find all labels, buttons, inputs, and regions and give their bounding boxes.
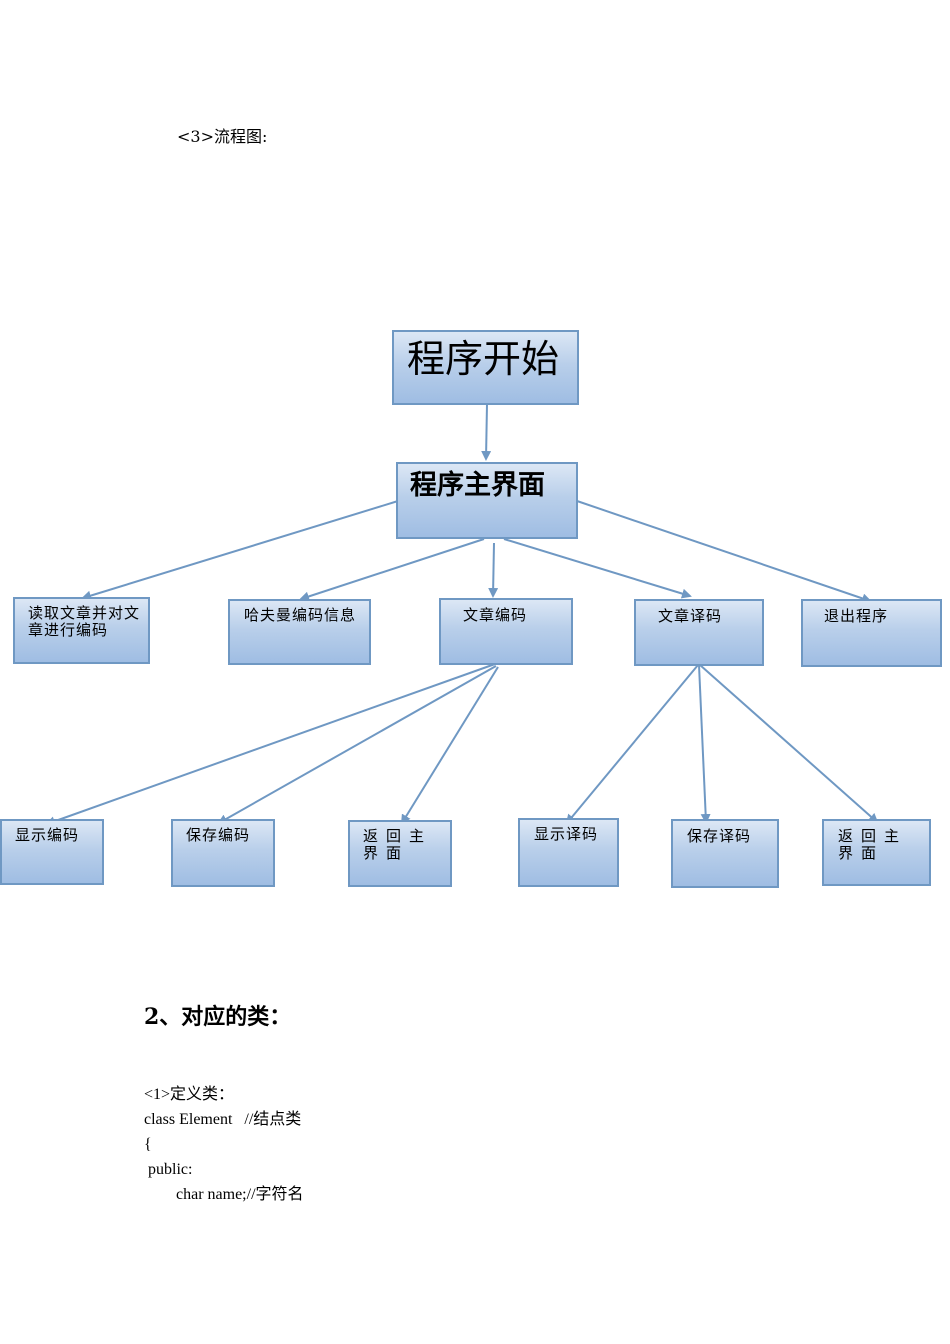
flow-node-return-from-encode: 返回主界面	[348, 820, 452, 887]
arrow-main-to-read	[81, 500, 399, 601]
arrow-start-to-main	[481, 403, 492, 461]
arrow-decode-to-save	[698, 664, 711, 824]
flow-node-return-from-encode-label: 返回主界面	[363, 827, 433, 862]
flow-node-start: 程序开始	[392, 330, 579, 405]
code-line-5: char name;//字符名	[144, 1186, 304, 1203]
flow-node-show-decoding-label: 显示译码	[534, 825, 599, 843]
flow-node-encode-label: 文章编码	[463, 606, 528, 624]
flow-node-decode: 文章译码	[634, 599, 764, 666]
flow-node-main: 程序主界面	[396, 462, 578, 539]
flow-node-exit: 退出程序	[801, 599, 942, 667]
flow-node-save-encoding: 保存编码	[171, 819, 275, 887]
flow-node-start-label: 程序开始	[407, 337, 560, 381]
flow-node-read-label: 读取文章并对文章进行编码	[28, 604, 141, 639]
arrow-main-to-huffman	[299, 538, 485, 602]
arrow-encode-to-show	[45, 663, 496, 827]
arrow-decode-to-return	[699, 664, 879, 824]
flowchart-section-label: <3>流程图:	[177, 127, 268, 146]
arrow-encode-to-return	[400, 666, 499, 825]
code-line-2: class Element //结点类	[144, 1111, 302, 1128]
flow-node-show-decoding: 显示译码	[518, 818, 619, 887]
flow-node-return-from-decode-label: 返回主界面	[838, 827, 908, 862]
arrow-encode-to-save	[217, 665, 497, 824]
section-2-heading: 2、对应的类：	[144, 1004, 292, 1030]
flow-node-encode: 文章编码	[439, 598, 573, 665]
flow-node-save-encoding-label: 保存编码	[186, 826, 251, 844]
flow-node-read: 读取文章并对文章进行编码	[13, 597, 150, 664]
flow-node-save-decoding-label: 保存译码	[687, 827, 752, 845]
flow-node-show-encoding: 显示编码	[0, 819, 104, 885]
arrow-main-to-decode	[503, 538, 692, 599]
arrow-main-to-exit	[576, 500, 872, 604]
flow-node-save-decoding: 保存译码	[671, 819, 779, 888]
flow-node-huffman-label: 哈夫曼编码信息	[244, 606, 357, 624]
flow-node-show-encoding-label: 显示编码	[15, 826, 80, 844]
code-line-3: {	[144, 1136, 152, 1153]
flow-node-huffman: 哈夫曼编码信息	[228, 599, 371, 665]
arrow-decode-to-show	[565, 664, 699, 825]
flow-node-main-label: 程序主界面	[410, 470, 545, 501]
arrow-main-to-encode	[488, 542, 499, 598]
flow-node-exit-label: 退出程序	[824, 607, 889, 625]
flow-node-return-from-decode: 返回主界面	[822, 819, 931, 886]
flow-node-decode-label: 文章译码	[658, 607, 723, 625]
code-line-4: public:	[144, 1161, 193, 1178]
code-line-1: <1>定义类：	[144, 1086, 235, 1103]
